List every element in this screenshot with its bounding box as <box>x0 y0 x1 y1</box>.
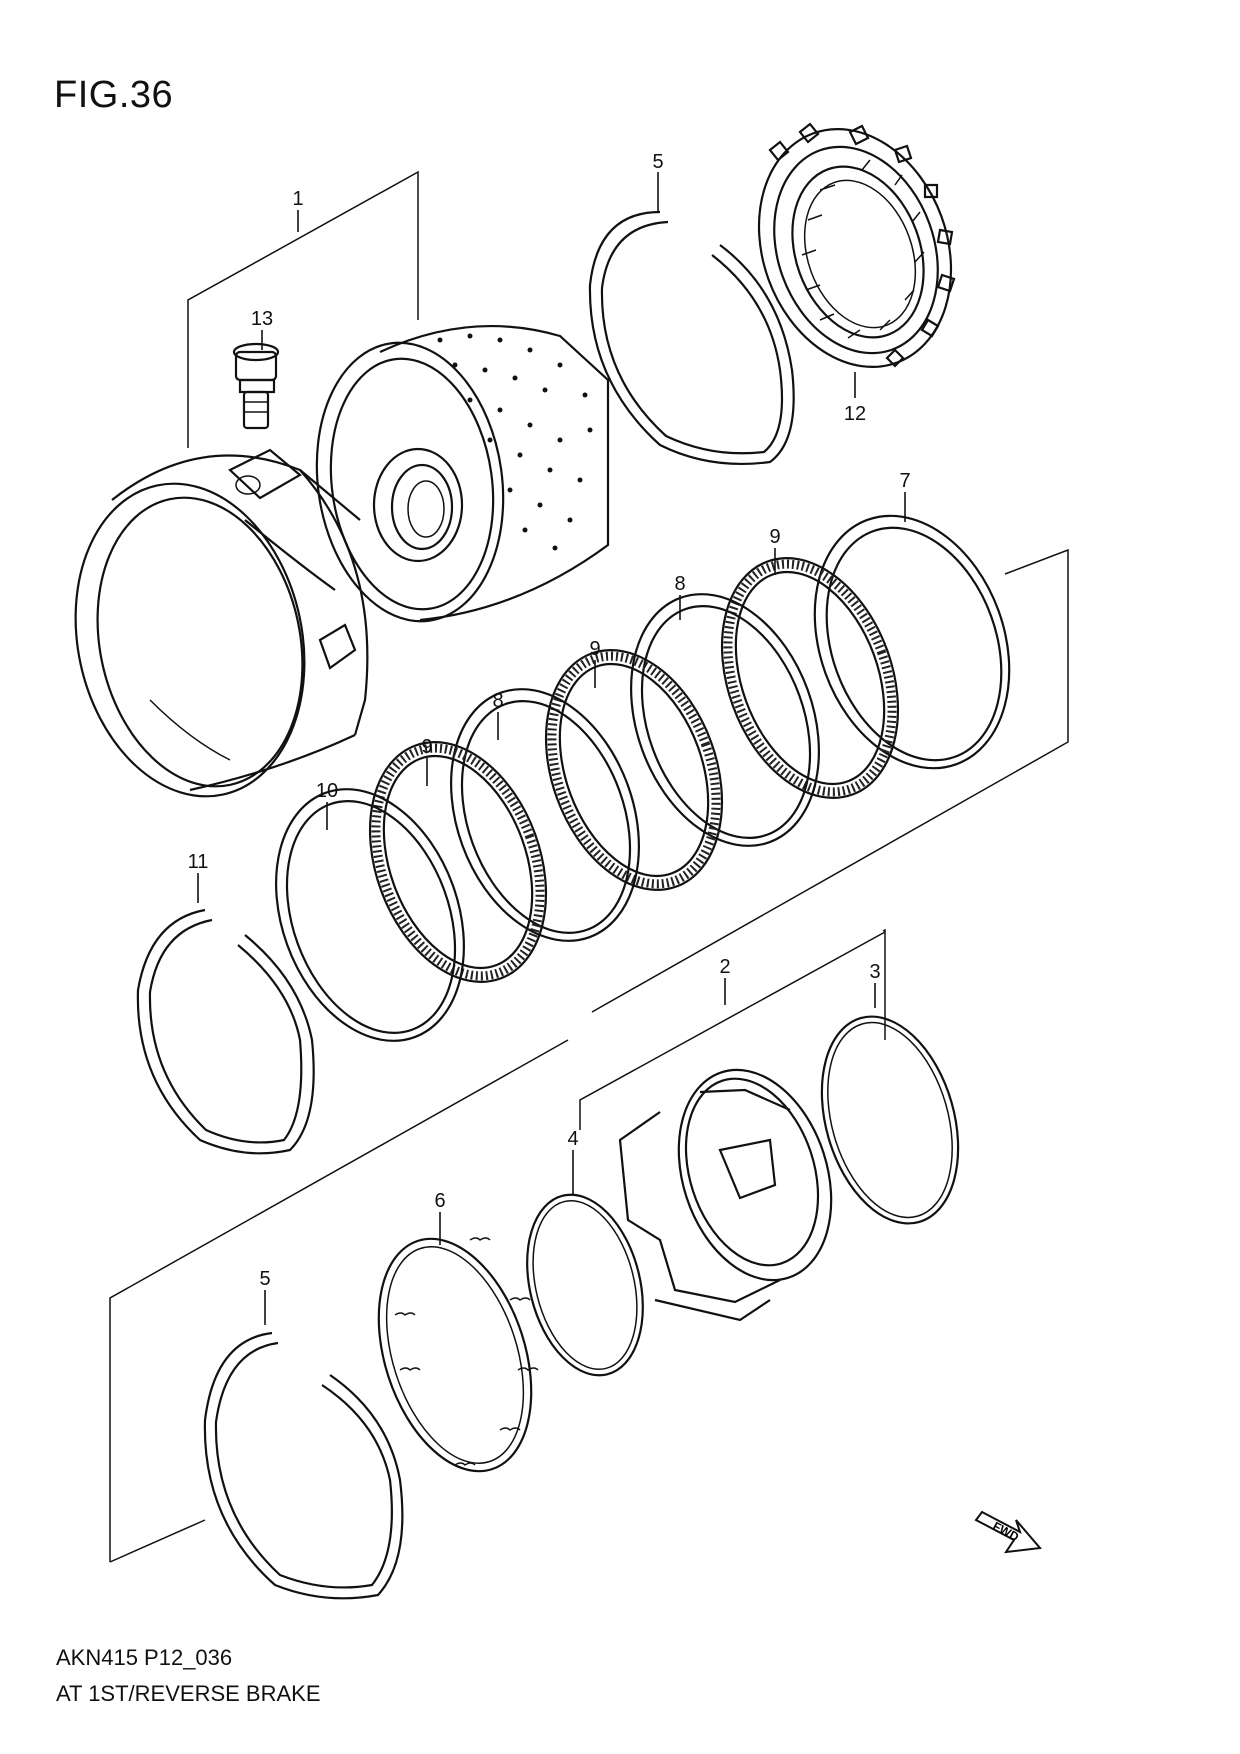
callout-13: 13 <box>251 308 273 330</box>
fwd-direction-arrow: FWD <box>974 1510 1042 1554</box>
piston-part-2 <box>618 1068 833 1322</box>
o-ring-part-3 <box>820 1015 960 1225</box>
callout-12: 12 <box>844 403 866 425</box>
callout-5-lower: 5 <box>259 1268 270 1290</box>
snap-ring-part-5-lower <box>203 1331 404 1600</box>
snap-ring-part-11 <box>136 908 315 1155</box>
callout-6: 6 <box>434 1190 445 1212</box>
group-bracket-2 <box>579 928 886 1130</box>
callout-2: 2 <box>719 956 730 978</box>
bolt-part-13 <box>232 342 280 430</box>
group-frame-middle <box>109 548 1069 1563</box>
callout-11: 11 <box>188 851 209 873</box>
one-way-clutch-part-12 <box>757 122 956 368</box>
group-bracket-1 <box>187 170 419 448</box>
diagram-code: AKN415 P12_036 <box>56 1645 233 1670</box>
callout-3: 3 <box>869 961 880 983</box>
callout-leaders <box>197 172 906 1325</box>
callout-9-c: 9 <box>421 736 432 758</box>
callout-9-a: 9 <box>769 526 780 548</box>
callout-7: 7 <box>899 470 910 492</box>
drive-plate-part-9-c <box>368 741 548 983</box>
callout-4: 4 <box>567 1128 578 1150</box>
brake-drum-part-1 <box>315 325 610 623</box>
callout-8-b: 8 <box>492 690 503 712</box>
retaining-plate-part-10 <box>275 788 465 1042</box>
snap-ring-part-5-upper <box>588 210 795 466</box>
callout-1: 1 <box>292 188 303 210</box>
retaining-plate-part-7 <box>813 514 1011 770</box>
figure-title: FIG.36 <box>54 74 174 116</box>
brake-band-part-1 <box>74 448 369 798</box>
callout-9-b: 9 <box>589 638 600 660</box>
callout-8-a: 8 <box>674 573 685 595</box>
driven-plate-part-8-b <box>450 688 640 942</box>
callout-5-upper: 5 <box>652 151 663 173</box>
o-ring-part-4 <box>526 1193 644 1377</box>
diagram-caption: AT 1ST/REVERSE BRAKE <box>56 1681 321 1706</box>
callout-10: 10 <box>316 780 338 802</box>
callout-labels: 1 13 5 12 7 9 8 9 8 9 10 11 2 3 4 6 5 <box>188 151 911 1290</box>
return-spring-part-6 <box>377 1237 539 1473</box>
drive-plate-part-9-a <box>720 557 900 799</box>
figure-footer: AKN415 P12_036 AT 1ST/REVERSE BRAKE <box>56 1640 321 1712</box>
drive-plate-part-9-b <box>544 649 724 891</box>
